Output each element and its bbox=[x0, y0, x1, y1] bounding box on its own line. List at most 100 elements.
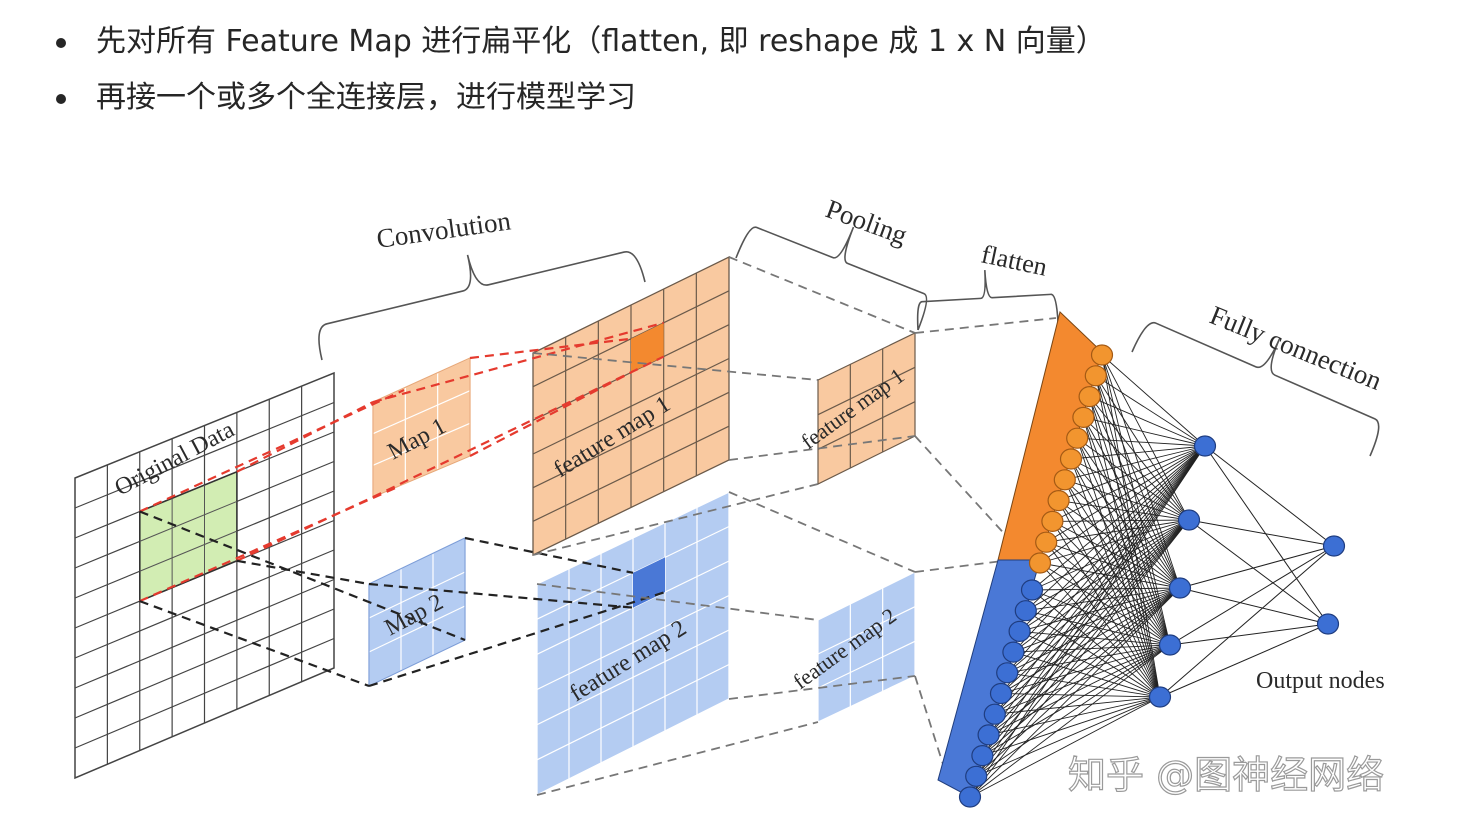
edge-flatten-hidden bbox=[1070, 458, 1181, 589]
edge-flatten-hidden bbox=[1006, 445, 1206, 674]
edge-flatten-hidden bbox=[1095, 375, 1190, 521]
edge-flatten-hidden bbox=[1095, 375, 1181, 589]
pooling-connector bbox=[728, 435, 916, 461]
output-node bbox=[1322, 535, 1346, 557]
kernel-map2-hline bbox=[368, 605, 466, 653]
network-layer bbox=[937, 311, 1346, 808]
edge-flatten-hidden bbox=[1046, 541, 1181, 589]
edge-flatten-hidden bbox=[1031, 445, 1206, 591]
bullet-dot bbox=[56, 94, 66, 104]
flatten-node bbox=[1078, 386, 1101, 408]
pooled-map2-grid-hline bbox=[817, 640, 916, 689]
edge-flatten-hidden bbox=[1025, 519, 1190, 612]
flatten-connector bbox=[914, 317, 1057, 334]
edge-flatten-hidden bbox=[1089, 396, 1161, 698]
flatten-connector bbox=[914, 559, 1011, 573]
edge-flatten-hidden bbox=[1076, 438, 1161, 698]
edge-flatten-hidden bbox=[1039, 445, 1206, 564]
feature-map2-grid-hline bbox=[536, 594, 730, 691]
edge-flatten-hidden bbox=[1070, 458, 1190, 521]
edge-flatten-hidden bbox=[1045, 541, 1171, 646]
edge-flatten-hidden bbox=[1095, 375, 1206, 447]
edge-hidden-output bbox=[1159, 623, 1329, 698]
flatten-node bbox=[1035, 531, 1058, 553]
edge-hidden-output bbox=[1188, 519, 1329, 625]
edge-flatten-hidden bbox=[975, 587, 1181, 777]
edge-flatten-hidden bbox=[1046, 519, 1190, 543]
pooling-connector bbox=[532, 483, 819, 556]
feature-map1-grid-hline bbox=[532, 290, 730, 388]
edge-flatten-hidden bbox=[982, 644, 1171, 756]
edge-flatten-hidden bbox=[969, 587, 1181, 798]
flatten-node bbox=[1002, 641, 1025, 663]
hidden-node bbox=[1168, 577, 1192, 599]
flatten-label: flatten bbox=[979, 240, 1050, 282]
edge-hidden-output bbox=[1179, 587, 1329, 625]
flatten-node bbox=[1066, 427, 1089, 449]
bullet-dot bbox=[56, 38, 66, 48]
edge-flatten-hidden bbox=[1039, 519, 1190, 564]
flatten-node bbox=[958, 786, 982, 808]
red-connector bbox=[469, 337, 632, 360]
edge-flatten-hidden bbox=[994, 519, 1190, 715]
edge-flatten-hidden bbox=[988, 519, 1190, 736]
red-connector bbox=[372, 321, 664, 404]
fully-connection-label: Fully connection bbox=[1206, 300, 1387, 396]
edge-flatten-hidden bbox=[988, 696, 1161, 736]
pooling-connector bbox=[536, 583, 819, 621]
pooling-connector bbox=[728, 256, 916, 334]
edge-flatten-hidden bbox=[1064, 479, 1190, 521]
edge-hidden-output bbox=[1179, 545, 1335, 589]
edge-hidden-output bbox=[1169, 545, 1335, 646]
edge-flatten-hidden bbox=[1006, 519, 1190, 674]
output-nodes-label: Output nodes bbox=[1256, 668, 1385, 694]
edge-flatten-hidden bbox=[1052, 445, 1206, 522]
edge-flatten-hidden bbox=[1039, 562, 1161, 698]
edge-flatten-hidden bbox=[1045, 445, 1206, 543]
edge-flatten-hidden bbox=[1019, 445, 1206, 632]
pooling-connector bbox=[728, 675, 916, 700]
edge-flatten-hidden bbox=[1095, 375, 1171, 646]
flatten-node bbox=[989, 682, 1013, 705]
flatten-node bbox=[1047, 490, 1070, 512]
hidden-node bbox=[1158, 634, 1182, 656]
pooled-map1-grid-hline bbox=[817, 366, 916, 416]
grid-layer bbox=[74, 255, 916, 797]
edge-flatten-hidden bbox=[1000, 693, 1161, 698]
bullet-text: 先对所有 Feature Map 进行扁平化（flatten, 即 reshap… bbox=[96, 24, 1106, 59]
edge-flatten-hidden bbox=[994, 587, 1181, 715]
edge-flatten-hidden bbox=[1101, 354, 1190, 521]
kernel-map2-hline bbox=[368, 571, 466, 619]
original-data-grid-hline bbox=[74, 578, 335, 689]
black-connector bbox=[464, 536, 634, 574]
edge-flatten-hidden bbox=[1064, 445, 1206, 481]
edge-flatten-hidden bbox=[1058, 445, 1206, 502]
edge-flatten-hidden bbox=[1070, 445, 1206, 460]
edge-hidden-output bbox=[1169, 623, 1329, 646]
edge-hidden-output bbox=[1204, 445, 1335, 547]
edge-flatten-hidden bbox=[1064, 479, 1181, 589]
flatten-node bbox=[971, 744, 994, 767]
connector-layer bbox=[139, 256, 1057, 796]
edge-flatten-hidden bbox=[1000, 445, 1206, 694]
pooled-map1-grid-hline bbox=[817, 401, 916, 450]
black-connector bbox=[139, 510, 466, 642]
red-connector bbox=[372, 355, 665, 498]
convolution-brace bbox=[318, 251, 646, 361]
feature-map2-grid-hline bbox=[536, 663, 730, 761]
patch-hline bbox=[139, 530, 238, 572]
edge-flatten-hidden bbox=[1052, 521, 1171, 646]
edge-flatten-hidden bbox=[969, 445, 1206, 798]
pooled-map2-grid-hline bbox=[817, 606, 916, 655]
edge-flatten-hidden bbox=[1019, 519, 1190, 632]
flatten-node bbox=[1053, 469, 1076, 491]
red-connector bbox=[139, 389, 405, 513]
pooling-brace bbox=[735, 226, 928, 331]
edge-flatten-hidden bbox=[976, 696, 1161, 777]
bullet-item-flatten: 先对所有 Feature Map 进行扁平化（flatten, 即 reshap… bbox=[50, 14, 1106, 70]
edge-flatten-hidden bbox=[982, 445, 1206, 756]
feature-map2-grid bbox=[536, 490, 730, 797]
flatten-node bbox=[996, 662, 1019, 684]
